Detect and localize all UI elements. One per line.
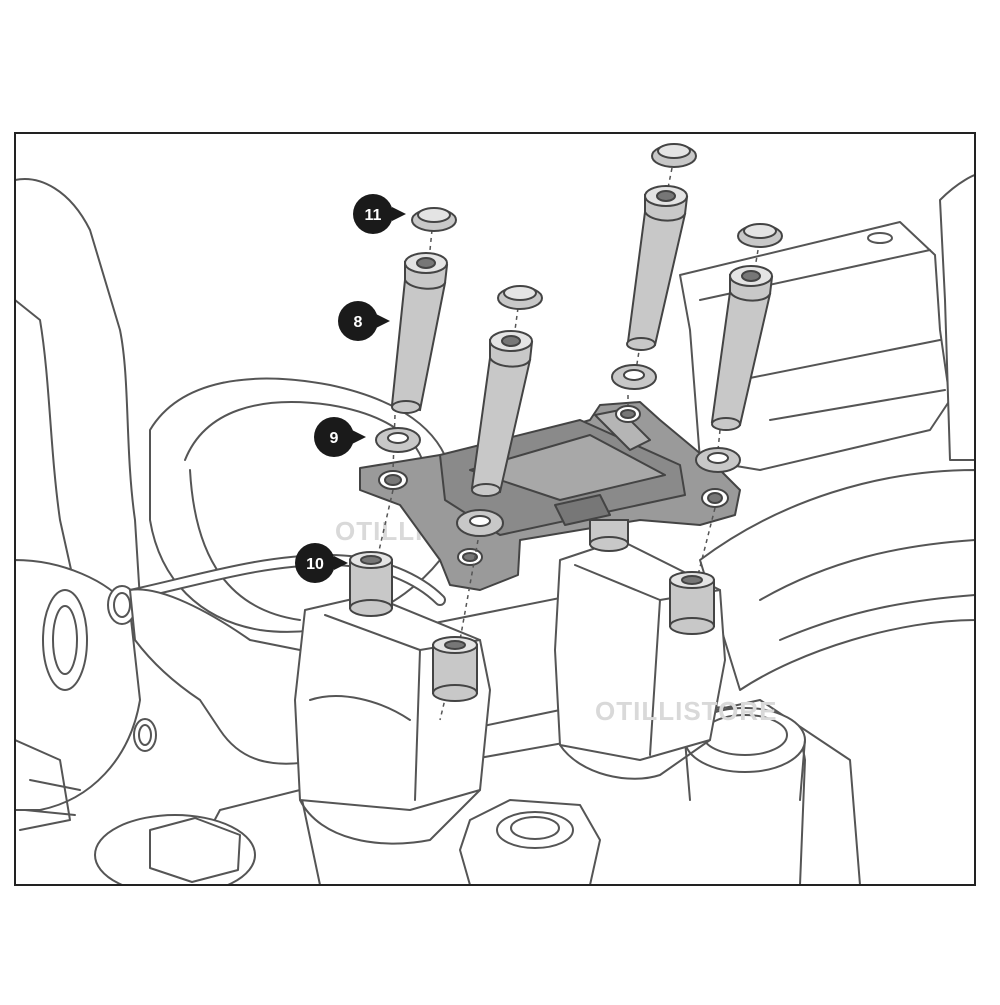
cap-center: [497, 285, 543, 310]
callout-8-label: 8: [354, 314, 363, 331]
left-fork-housing: [15, 178, 141, 831]
cap-right-front: [737, 223, 783, 248]
bolt-right-front: [710, 265, 774, 431]
diagram-frame: [14, 132, 976, 886]
washer-right-front: [695, 447, 741, 473]
spacer-left: [349, 551, 393, 617]
watermark-2: OTILLISTORE: [595, 696, 777, 726]
center-nut: [459, 799, 601, 885]
spacer-right-front: [669, 571, 715, 635]
caps: [411, 143, 783, 310]
spacer-right-rear: [589, 519, 629, 552]
callout-11: 11: [353, 194, 406, 234]
washer-right-rear: [611, 364, 657, 390]
right-fork-tube: [699, 469, 975, 691]
washers: [375, 364, 741, 537]
callout-10: 10: [295, 543, 348, 583]
cap-left: [411, 207, 457, 232]
spacer-center: [432, 636, 478, 702]
washer-left: [375, 427, 421, 453]
left-bottom-nut: [94, 814, 256, 885]
cap-right-rear: [651, 143, 697, 168]
callout-10-label: 10: [306, 556, 324, 573]
callout-8: 8: [338, 301, 390, 341]
callout-9-label: 9: [330, 430, 339, 447]
bolt-right-rear: [626, 185, 689, 351]
washer-center: [456, 509, 504, 537]
cable-fitting: [107, 585, 157, 752]
callout-9: 9: [314, 417, 366, 457]
callout-11-label: 11: [365, 207, 382, 224]
bolt-left: [390, 252, 449, 414]
spacers: [349, 519, 715, 702]
bolts: [390, 185, 774, 497]
bolt-center: [470, 330, 534, 497]
